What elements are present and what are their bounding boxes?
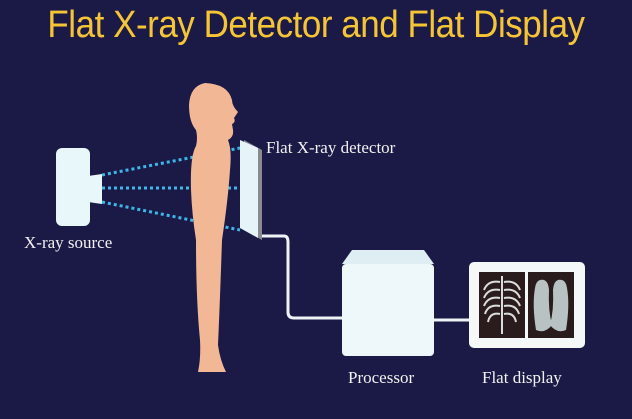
display-label: Flat display [482,368,562,387]
detector-cable [258,234,342,320]
flat-display-icon [469,262,585,348]
patient-silhouette [189,83,238,372]
xray-source-icon [56,148,102,226]
detector-label: Flat X-ray detector [266,138,396,157]
processor-icon [342,250,434,356]
ribcage-xray [483,276,521,334]
flat-detector-icon [240,140,262,240]
slide-title: Flat X-ray Detector and Flat Display [47,4,585,46]
xray-source-label: X-ray source [24,233,113,252]
lungs-xray [533,279,569,332]
processor-label: Processor [348,368,415,387]
